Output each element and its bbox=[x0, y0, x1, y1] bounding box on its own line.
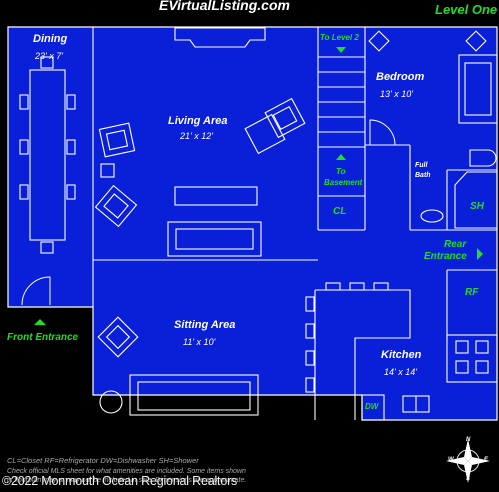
bed-pillow bbox=[464, 62, 492, 116]
sofa-seat bbox=[175, 228, 254, 250]
burner bbox=[455, 340, 469, 354]
to-level-2-label: To Level 2 bbox=[320, 33, 359, 42]
toilet bbox=[469, 149, 497, 167]
dining-chair bbox=[40, 241, 54, 254]
bar-stool bbox=[325, 282, 341, 291]
dining-dims: 23' x 7' bbox=[35, 51, 63, 61]
front-arrow-icon bbox=[34, 319, 46, 325]
furniture bbox=[19, 27, 498, 421]
bar-stool bbox=[305, 323, 315, 339]
sofa-seat bbox=[137, 381, 251, 411]
floor-outline bbox=[7, 26, 498, 421]
compass-n: N bbox=[466, 437, 471, 443]
level-label: Level One bbox=[435, 2, 498, 17]
dining-chair bbox=[66, 94, 76, 110]
down-arrow-icon bbox=[336, 154, 346, 160]
bath-label: Full bbox=[415, 162, 428, 169]
armchair-seat bbox=[105, 129, 129, 151]
dishwasher-label: DW bbox=[365, 402, 379, 411]
side-table bbox=[100, 163, 115, 178]
armchair-seat bbox=[272, 105, 298, 131]
copyright-text: ©2022 Monmouth Ocean Regional Realtors bbox=[2, 474, 238, 488]
living-dims: 21' x 12' bbox=[180, 131, 213, 141]
sitting-label: Sitting Area bbox=[174, 319, 236, 331]
front-entrance-label: Front Entrance bbox=[7, 332, 79, 343]
nightstand bbox=[465, 30, 487, 52]
armchair bbox=[94, 184, 138, 228]
bar-stool bbox=[305, 350, 315, 366]
dining-table bbox=[29, 69, 66, 241]
burner bbox=[475, 360, 489, 374]
front-door bbox=[21, 276, 51, 306]
armchair bbox=[244, 113, 286, 155]
dining-chair bbox=[66, 184, 76, 200]
bedroom-dims: 13' x 10' bbox=[380, 89, 413, 99]
shower-label: SH bbox=[470, 201, 484, 212]
compass-s: S bbox=[466, 476, 471, 482]
legend-text: CL=Closet RF=Refrigerator DW=Dishwasher … bbox=[7, 456, 199, 465]
floor-area bbox=[7, 26, 498, 421]
shower-stall bbox=[454, 171, 498, 229]
disclaimer-line-2: in floorplan may or may not be included … bbox=[7, 477, 247, 484]
fireplace bbox=[174, 27, 266, 48]
burner bbox=[475, 340, 489, 354]
cooktop bbox=[446, 334, 498, 383]
stairs bbox=[318, 56, 365, 197]
living-label: Living Area bbox=[168, 115, 228, 127]
armchair bbox=[97, 316, 139, 358]
armchair bbox=[264, 97, 306, 139]
bed bbox=[458, 54, 498, 124]
bedroom-door bbox=[369, 119, 396, 146]
dining-chair bbox=[66, 139, 76, 155]
sitting-dims: 11' x 10' bbox=[183, 337, 216, 347]
coffee-table bbox=[174, 186, 258, 206]
bar-stool bbox=[305, 377, 315, 393]
to-basement-label: To bbox=[336, 167, 346, 176]
dining-chair bbox=[19, 184, 29, 200]
compass-needle bbox=[468, 457, 490, 465]
dining-chair bbox=[40, 56, 54, 69]
bedroom-label: Bedroom bbox=[376, 71, 425, 83]
watermark: EVirtualListing.com bbox=[159, 0, 290, 13]
sofa bbox=[129, 374, 259, 416]
sofa bbox=[167, 221, 262, 257]
up-arrow-icon bbox=[336, 47, 346, 53]
armchair-seat bbox=[105, 324, 131, 350]
compass-needle bbox=[446, 457, 468, 465]
dining-chair bbox=[19, 94, 29, 110]
burner bbox=[455, 360, 469, 374]
bar-stool bbox=[373, 282, 389, 291]
dining-label: Dining bbox=[33, 33, 68, 45]
nightstand bbox=[368, 30, 390, 52]
dining-chair bbox=[19, 139, 29, 155]
rear-arrow-icon bbox=[477, 248, 483, 260]
to-basement-label-2: Basement bbox=[324, 178, 363, 187]
bar-stool bbox=[305, 296, 315, 312]
rear-entrance-label: Rear bbox=[444, 239, 467, 250]
kitchen-label: Kitchen bbox=[381, 349, 422, 361]
compass-rose-icon bbox=[446, 439, 490, 483]
fridge-label: RF bbox=[465, 287, 479, 298]
arrows bbox=[34, 47, 483, 325]
round-table bbox=[99, 390, 123, 414]
bar-stool bbox=[349, 282, 365, 291]
closet-label: CL bbox=[333, 206, 347, 217]
compass-needle bbox=[464, 461, 472, 483]
compass-w: W bbox=[448, 457, 454, 463]
dishwasher bbox=[361, 394, 385, 421]
armchair bbox=[98, 122, 136, 158]
compass-needle bbox=[464, 439, 472, 461]
armchair-seat bbox=[103, 193, 129, 219]
disclaimer-line-1: Check official MLS sheet for what amenit… bbox=[7, 468, 246, 475]
bath-label-2: Bath bbox=[415, 172, 431, 179]
bathroom-sink bbox=[420, 209, 444, 223]
rear-entrance-label-2: Entrance bbox=[424, 251, 467, 262]
compass-e: E bbox=[484, 457, 489, 463]
doors bbox=[21, 119, 396, 306]
kitchen-dims: 14' x 14' bbox=[384, 367, 417, 377]
